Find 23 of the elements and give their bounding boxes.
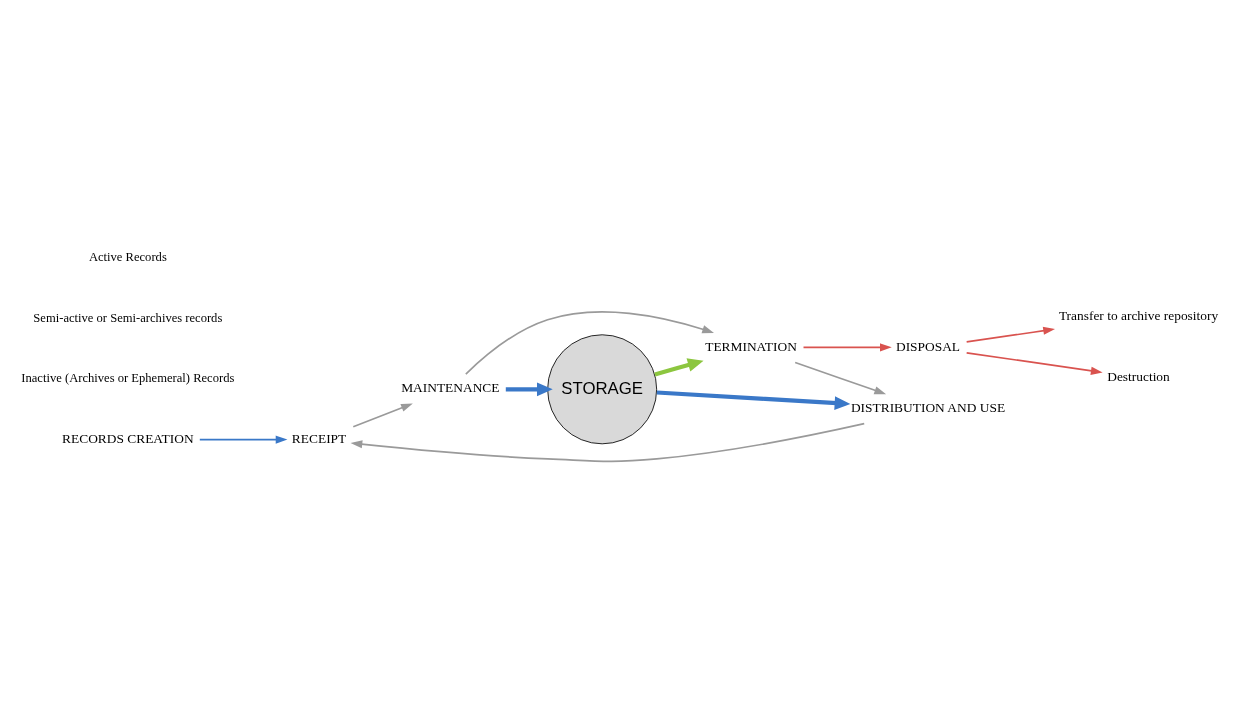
node-text: DISTRIBUTION AND USE <box>850 399 1006 415</box>
node-text: DISPOSAL <box>895 338 961 354</box>
node-text: Transfer to archive repository <box>1058 307 1219 323</box>
arrow <box>352 403 413 427</box>
arrow <box>198 435 288 444</box>
arrow <box>656 389 851 410</box>
label: Inactive (Archives or Ephemeral) Records <box>21 370 235 385</box>
node-text: TERMINATION <box>705 338 797 354</box>
node-text: MAINTENANCE <box>401 379 500 395</box>
arrow <box>654 357 704 377</box>
arrow <box>350 422 866 462</box>
arrow <box>965 326 1056 343</box>
node-circle: STORAGE <box>547 333 658 444</box>
node-text: RECEIPT <box>291 430 347 446</box>
arrow <box>965 351 1103 375</box>
arrow <box>505 381 553 396</box>
node-text: Destruction <box>1107 368 1170 384</box>
label: Semi-active or Semi-archives records <box>33 310 223 325</box>
arrow <box>794 361 887 394</box>
arrow <box>802 342 892 351</box>
arrow <box>465 310 714 375</box>
node-text: RECORDS CREATION <box>62 430 194 446</box>
label: Active Records <box>88 249 167 264</box>
